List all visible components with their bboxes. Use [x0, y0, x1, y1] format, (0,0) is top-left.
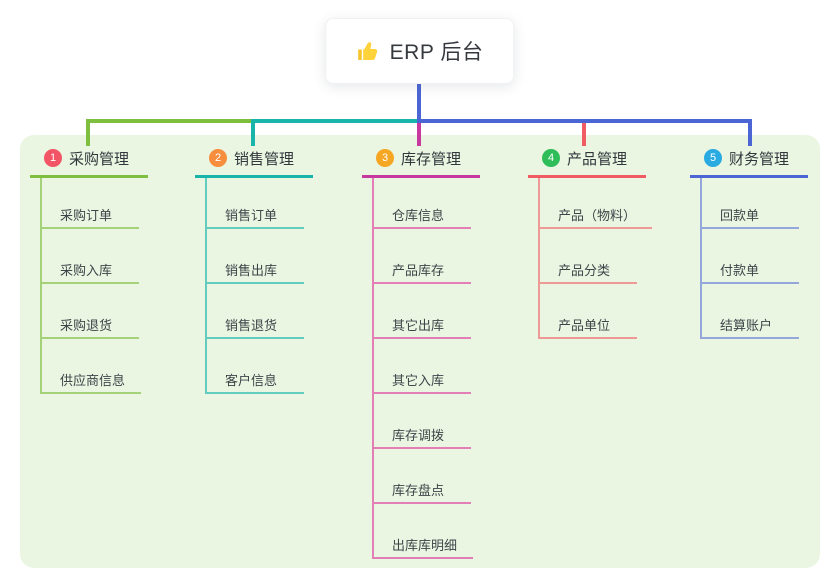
mindmap-node[interactable]: 销售订单 [207, 178, 304, 229]
badge-number: 5 [704, 149, 722, 167]
branch-sales: 2 销售管理 销售订单 销售出库 销售退货 客户信息 [195, 147, 313, 394]
mindmap-node[interactable]: 库存盘点 [374, 449, 471, 504]
mindmap-node[interactable]: 仓库信息 [374, 178, 471, 229]
branch-label: 销售管理 [234, 150, 295, 168]
mindmap-node[interactable]: 其它入库 [374, 339, 471, 394]
branch-items: 采购订单 采购入库 采购退货 供应商信息 [40, 178, 148, 394]
mindmap-node[interactable]: 产品单位 [540, 284, 637, 339]
branch-header[interactable]: 1 采购管理 [30, 147, 148, 178]
branch-product: 4 产品管理 产品（物料） 产品分类 产品单位 [528, 147, 653, 339]
branch-purchase: 1 采购管理 采购订单 采购入库 采购退货 供应商信息 [30, 147, 148, 394]
branch-header[interactable]: 5 财务管理 [690, 147, 808, 178]
branch-header[interactable]: 3 库存管理 [362, 147, 480, 178]
mindmap-node[interactable]: 其它出库 [374, 284, 471, 339]
badge-number: 4 [542, 149, 560, 167]
branch-header[interactable]: 4 产品管理 [528, 147, 646, 178]
mindmap-node[interactable]: 供应商信息 [42, 339, 142, 394]
branch-items: 销售订单 销售出库 销售退货 客户信息 [205, 178, 313, 394]
branch-inventory: 3 库存管理 仓库信息 产品库存 其它出库 其它入库 库存调拨 库存盘点 出库库… [362, 147, 480, 559]
badge-number: 1 [44, 149, 62, 167]
branch-label: 采购管理 [69, 150, 130, 168]
root-title: ERP 后台 [389, 41, 484, 64]
mindmap-node[interactable]: 客户信息 [207, 339, 304, 394]
mindmap-node[interactable]: 结算账户 [702, 284, 799, 339]
mindmap-node[interactable]: 采购退货 [42, 284, 139, 339]
branch-items: 产品（物料） 产品分类 产品单位 [538, 178, 653, 339]
branch-label: 产品管理 [567, 150, 628, 168]
badge-number: 2 [209, 149, 227, 167]
branch-label: 库存管理 [401, 150, 462, 168]
mindmap-node[interactable]: 回款单 [702, 178, 799, 229]
mindmap-node[interactable]: 产品库存 [374, 229, 471, 284]
mindmap-node[interactable]: 销售出库 [207, 229, 304, 284]
branch-header[interactable]: 2 销售管理 [195, 147, 313, 178]
mindmap-node[interactable]: 库存调拨 [374, 394, 471, 449]
branches-panel [20, 135, 820, 568]
root-node[interactable]: ERP 后台 [324, 18, 515, 84]
mindmap-node[interactable]: 付款单 [702, 229, 799, 284]
thumbs-up-icon [356, 39, 380, 63]
branch-label: 财务管理 [729, 150, 790, 168]
branch-items: 回款单 付款单 结算账户 [700, 178, 808, 339]
badge-number: 3 [376, 149, 394, 167]
mindmap-node[interactable]: 销售退货 [207, 284, 304, 339]
mindmap-node[interactable]: 出库库明细 [374, 504, 474, 559]
mindmap-node[interactable]: 采购订单 [42, 178, 139, 229]
mindmap-node[interactable]: 产品分类 [540, 229, 637, 284]
branch-finance: 5 财务管理 回款单 付款单 结算账户 [690, 147, 808, 339]
branch-items: 仓库信息 产品库存 其它出库 其它入库 库存调拨 库存盘点 出库库明细 [372, 178, 480, 559]
mindmap-node[interactable]: 产品（物料） [540, 178, 653, 229]
mindmap-node[interactable]: 采购入库 [42, 229, 139, 284]
